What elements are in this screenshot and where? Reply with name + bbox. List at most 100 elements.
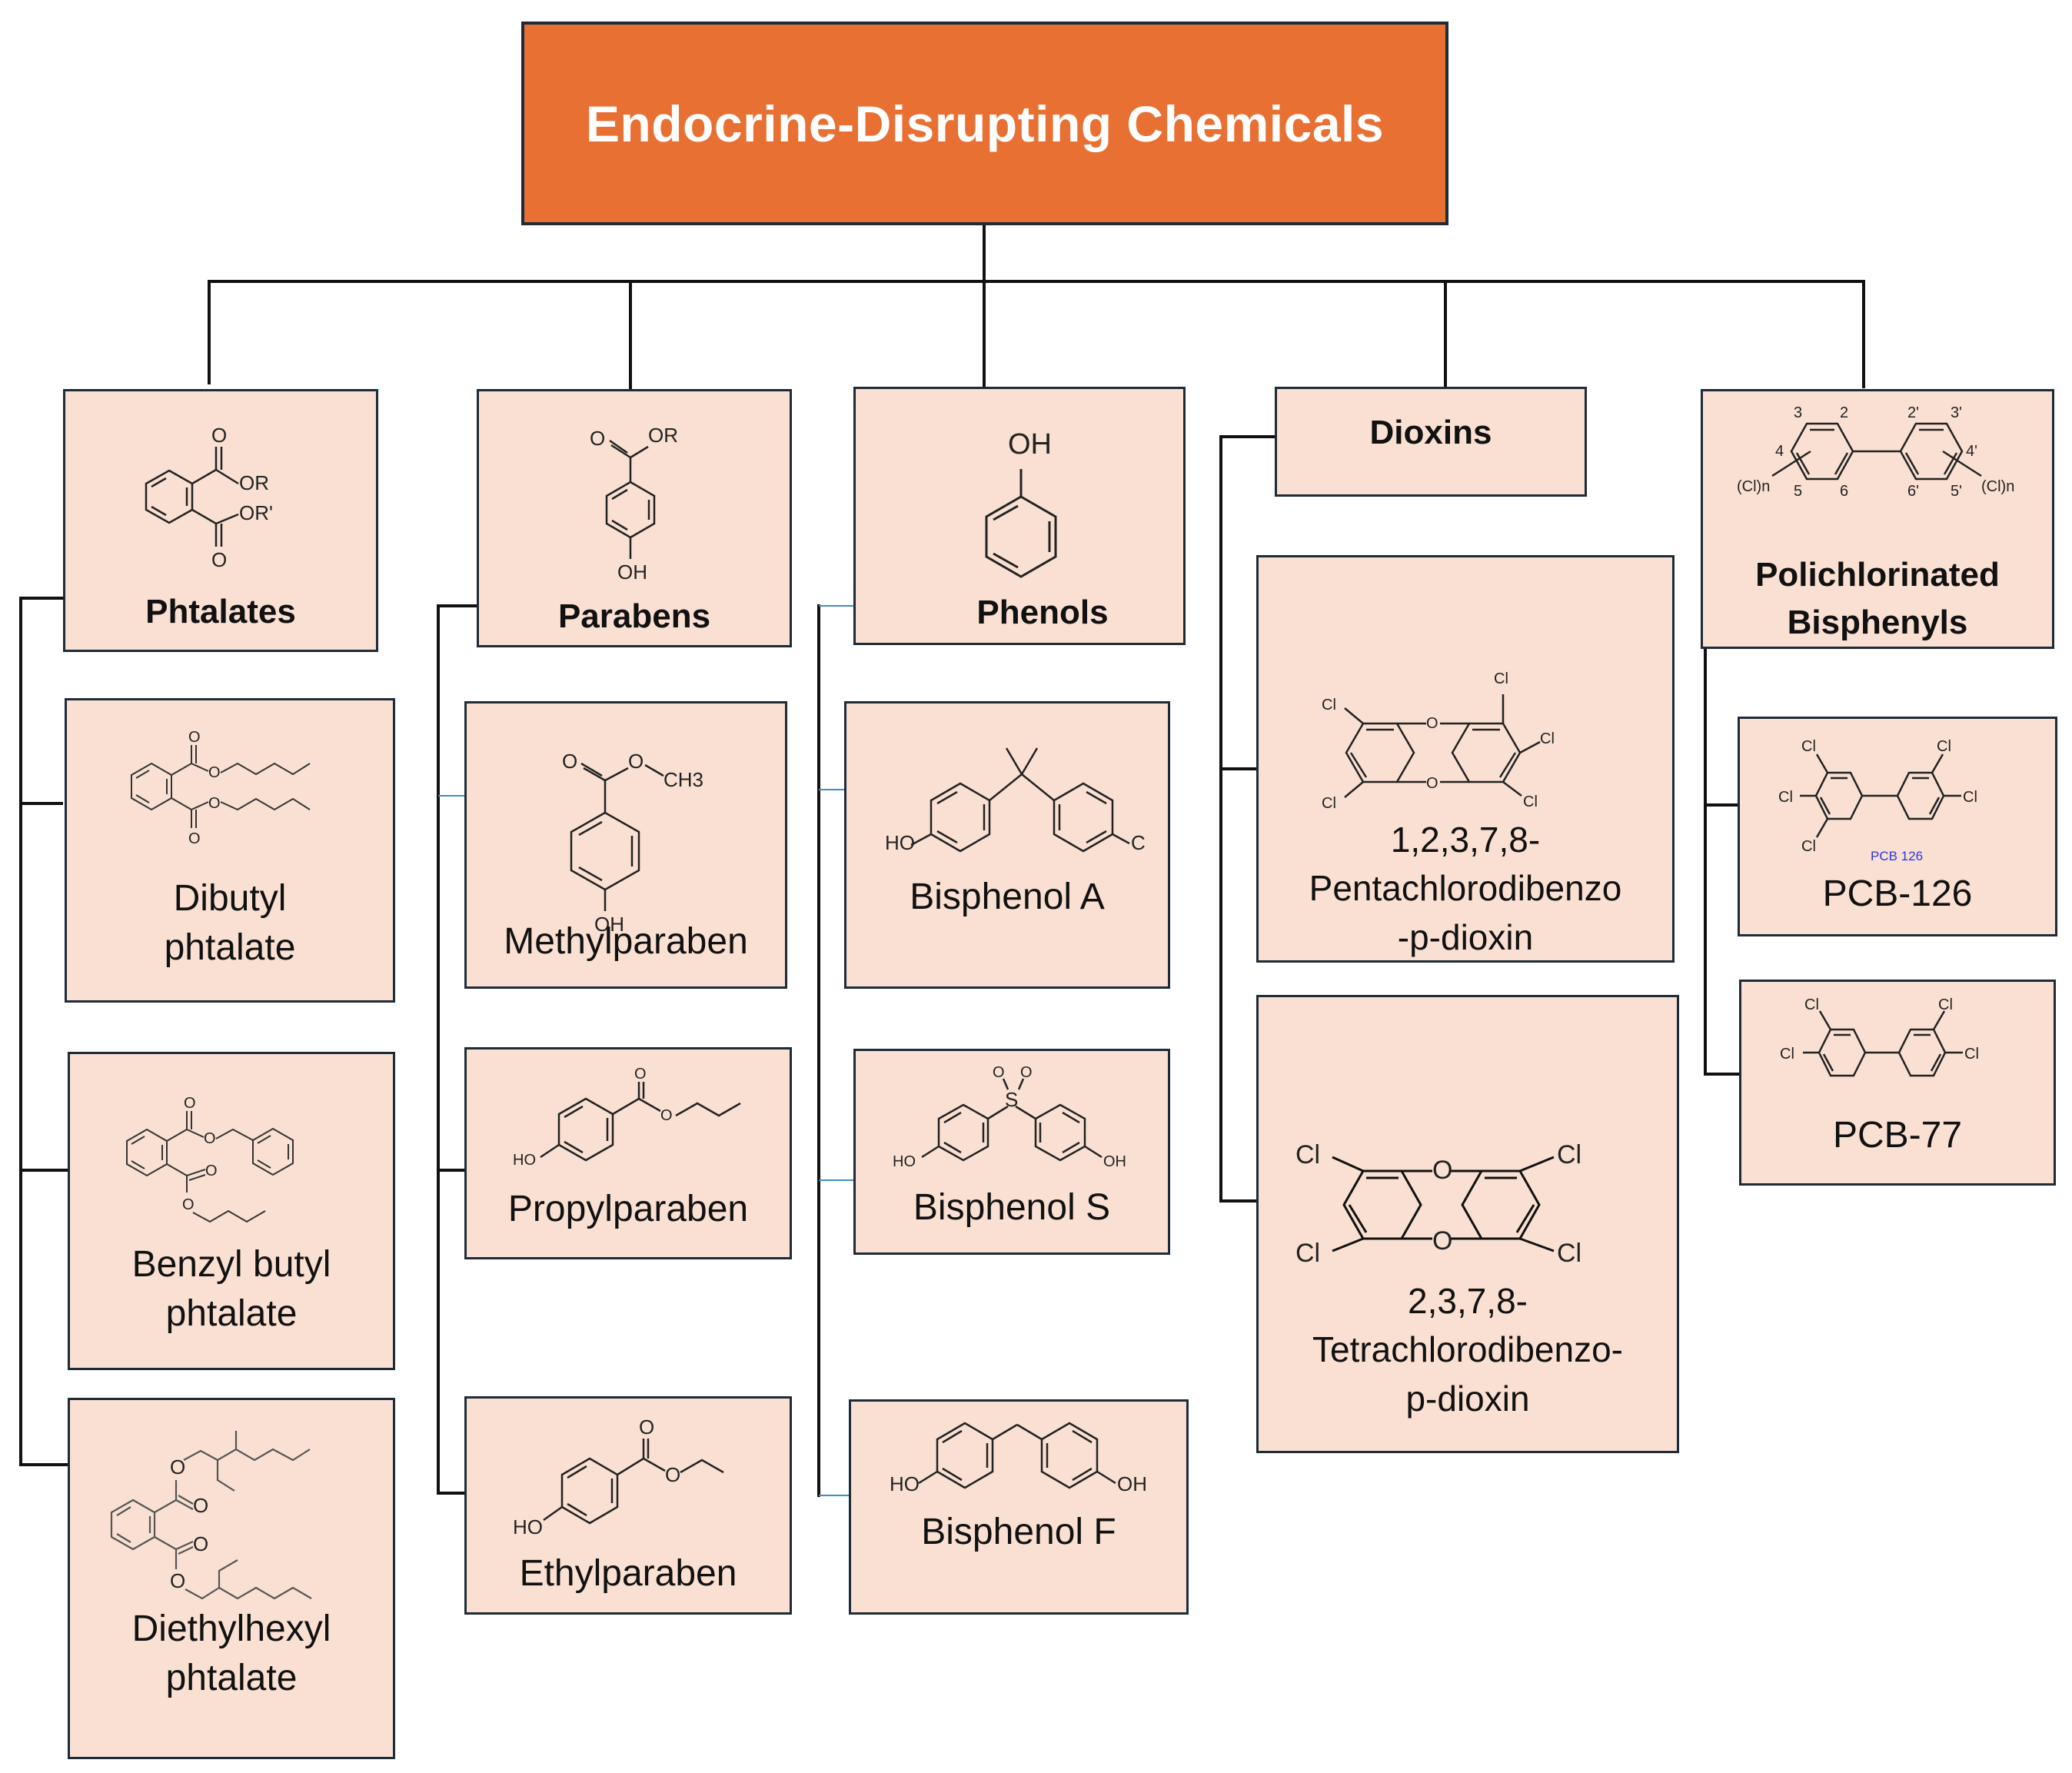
atom-label: O — [208, 764, 221, 781]
item-pcb-77: Cl Cl Cl Cl PCB-77 — [1739, 980, 2056, 1186]
category-pcbs: 3 2 4 5 6 2' 3' 4' 6' 5' (Cl)n (Cl)n Pol… — [1701, 389, 2054, 649]
atom-label: OH — [594, 913, 624, 936]
title-box: Endocrine-Disrupting Chemicals — [521, 22, 1448, 225]
page-title: Endocrine-Disrupting Chemicals — [585, 95, 1385, 152]
item-label: Diethylhexyl phtalate — [131, 1608, 331, 1698]
atom-label: O — [1432, 1226, 1452, 1256]
atom-label: O — [193, 1532, 208, 1555]
atom-label: OH — [1103, 1153, 1126, 1170]
atom-label: O — [1020, 1064, 1033, 1081]
atom-label: O — [211, 424, 227, 447]
phtalates-ticks — [19, 597, 69, 1466]
atom-label: Cl — [1322, 697, 1336, 714]
atom-label: O — [211, 548, 227, 571]
atom-label: Cl — [1540, 730, 1555, 747]
position-label: 3' — [1951, 404, 1962, 421]
methylparaben-structure: O O CH3 OH — [562, 750, 703, 936]
atom-label: O — [184, 1095, 196, 1112]
atom-label: Cl — [1295, 1239, 1320, 1268]
atom-label: Cl — [1804, 996, 1819, 1013]
atom-label: O — [628, 750, 644, 773]
atom-label: OH — [1117, 1472, 1147, 1495]
item-label: 2,3,7,8- Tetrachlorodibenzo- p-dioxin — [1312, 1281, 1623, 1419]
item-methylparaben: O O CH3 OH Methylparaben — [464, 701, 787, 989]
atom-label: Cl — [1937, 738, 1951, 755]
diethylhexyl-phtalate-structure: O O O O — [70, 1400, 397, 1761]
atom-label: Cl — [1780, 1046, 1794, 1063]
category-label: Phenols — [976, 594, 1109, 631]
atom-label: HO — [893, 1153, 916, 1170]
category-dioxins: Dioxins — [1275, 387, 1587, 497]
atom-label: Cl — [1523, 793, 1538, 810]
position-label: 2 — [1840, 404, 1848, 421]
atom-label: HO — [513, 1515, 543, 1538]
position-label: 2' — [1907, 404, 1919, 421]
benzyl-butyl-phtalate-structure: O O O O — [70, 1095, 397, 1372]
position-label: 6' — [1907, 483, 1919, 500]
atom-label: O — [639, 1415, 654, 1439]
pcbs-ticks — [1704, 803, 1741, 1076]
atom-label: O — [182, 1196, 195, 1213]
atom-label: O — [188, 729, 201, 746]
item-label: Ethylparaben — [519, 1553, 737, 1594]
atom-label: Cl — [1801, 838, 1816, 855]
category-phtalates: O OR OR' O Phtalates — [63, 389, 378, 652]
atom-label: O — [993, 1064, 1005, 1081]
bisphenol-a-structure: HO C — [885, 704, 1146, 854]
pcb-126-structure: Cl Cl Cl Cl Cl PCB 126 — [1778, 738, 1977, 863]
parabens-ticks — [437, 604, 478, 1495]
category-phenols: OH Phenols — [853, 387, 1186, 645]
atom-label: O — [562, 750, 577, 773]
category-label: Polichlorinated Bisphenyls — [1755, 556, 2000, 641]
item-tetrachlorodibenzo-p-dioxin: O O Cl Cl Cl Cl 2,3,7,8- Tetrachlorodibe… — [1256, 995, 1679, 1453]
paraben-general-structure: O OR OH — [590, 424, 678, 584]
atom-label: O — [193, 1494, 208, 1517]
position-label: 4' — [1966, 443, 1977, 460]
atom-label: HO — [885, 831, 915, 854]
atom-label: Cl — [1494, 670, 1508, 687]
phenol-structure: OH — [856, 428, 1188, 647]
item-pcb-126: Cl Cl Cl Cl Cl PCB 126 PCB-126 — [1738, 717, 2057, 936]
item-label: Bisphenol S — [913, 1187, 1111, 1228]
atom-label: OR — [239, 471, 269, 494]
item-propylparaben: HO O O Propylparaben — [464, 1047, 792, 1259]
item-ethylparaben: HO O O Ethylparaben — [464, 1396, 792, 1615]
item-pentachlorodibenzo-p-dioxin: O O Cl Cl Cl Cl Cl 1,2,3,7,8- Pentachlor… — [1256, 555, 1675, 963]
atom-label: Cl — [1322, 795, 1336, 812]
ethylparaben-structure: HO O O — [513, 1415, 794, 1538]
category-label: Phtalates — [145, 593, 296, 630]
atom-label: HO — [890, 1472, 920, 1495]
tetrachlorodibenzo-dioxin-structure: O O Cl Cl Cl Cl — [1295, 1140, 1581, 1268]
atom-label: C — [1131, 831, 1146, 854]
atom-label: OH — [1008, 428, 1052, 461]
item-benzyl-butyl-phtalate: O O O O Benzyl butyl phtalate — [68, 1052, 395, 1370]
atom-label: Cl — [1295, 1140, 1320, 1169]
category-label: Parabens — [557, 597, 711, 635]
atom-label: Cl — [1778, 789, 1793, 806]
atom-label: Cl — [1557, 1140, 1581, 1169]
item-bisphenol-s: S O O HO OH Bisphenol S — [853, 1049, 1170, 1255]
atom-label: (Cl)n — [1737, 478, 1770, 495]
pcb-77-structure: Cl Cl Cl Cl — [1780, 996, 1979, 1188]
atom-label: S — [1005, 1088, 1018, 1111]
phenols-ticks — [819, 605, 855, 1496]
atom-label: O — [660, 1107, 673, 1124]
item-bisphenol-f: HO OH Bisphenol F — [849, 1399, 1189, 1615]
propylparaben-structure: HO O O — [513, 1066, 794, 1169]
position-label: 3 — [1794, 404, 1802, 421]
structure-tag: PCB 126 — [1871, 849, 1923, 863]
dioxins-ticks — [1219, 435, 1278, 1203]
category-parabens: O OR OH Parabens — [477, 389, 792, 647]
item-diethylhexyl-phtalate: O O O O Diethylhexyl phtalate — [68, 1398, 395, 1759]
pentachlorodibenzo-dioxin-structure: O O Cl Cl Cl Cl Cl — [1322, 670, 1555, 812]
atom-label: CH3 — [664, 768, 703, 791]
item-label: PCB-77 — [1832, 1115, 1963, 1156]
item-dibutyl-phtalate: O O O O Dibutyl phtalate — [65, 698, 395, 1003]
atom-label: Cl — [1938, 996, 1953, 1013]
atom-label: O — [170, 1455, 185, 1479]
atom-label: O — [204, 1130, 216, 1147]
position-label: 5' — [1951, 483, 1962, 500]
atom-label: O — [188, 830, 201, 847]
atom-label: Cl — [1964, 1046, 1979, 1063]
